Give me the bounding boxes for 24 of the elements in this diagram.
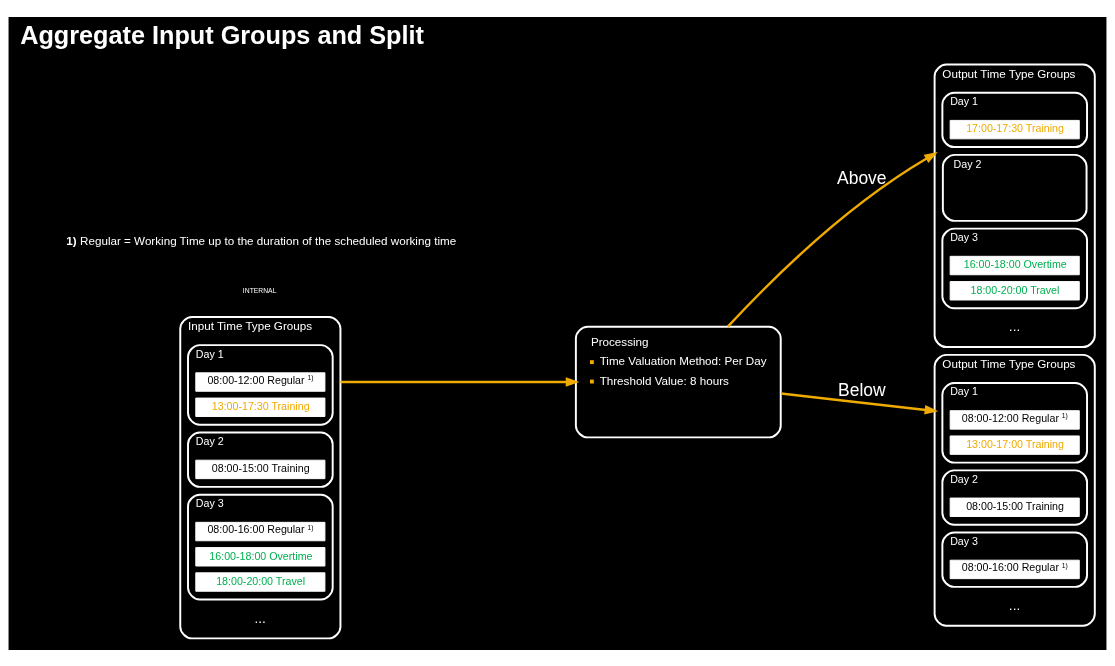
- node-box: 08:00-12:00 Regular $^{1)}$: [949, 409, 1080, 430]
- arrow: [780, 391, 939, 415]
- node-box: 08:00-16:00 Regular $^{1)}$: [949, 559, 1080, 579]
- node-box: 08:00-12:00 Regular $^{1)}$: [195, 371, 326, 392]
- arrow: [340, 376, 580, 387]
- node-box: 08:00-16:00 Regular $^{1)}$: [195, 521, 326, 541]
- node-box: 13:00-17:30 Training: [195, 397, 326, 417]
- node-label: ...: [1008, 318, 1021, 334]
- node-label: ...: [254, 610, 266, 626]
- node-box: Processing Time Valuation Method: Per Day Threshold Value: 8 hours: [574, 325, 782, 438]
- node-box: 16:00-18:00 Overtime: [949, 255, 1080, 275]
- node-label: ...: [1008, 597, 1021, 613]
- edge-label: Above: [837, 167, 887, 188]
- diagram-title: Aggregate Input Groups and Split: [20, 20, 424, 49]
- label: 1) Regular = Working Time up to the duration of the scheduled working time: [66, 233, 457, 247]
- arrow: [726, 151, 938, 327]
- node-box: 08:00-15:00 Training: [195, 459, 326, 479]
- node-box: 18:00-20:00 Travel: [195, 571, 326, 592]
- edge-label: Below: [838, 379, 886, 400]
- node-box: 13:00-17:00 Training: [949, 434, 1080, 455]
- node-box: 16:00-18:00 Overtime: [195, 546, 326, 566]
- node-box: 08:00-15:00 Training: [949, 497, 1080, 517]
- node-box: 18:00-20:00 Travel: [949, 280, 1080, 300]
- node-box: 17:00-17:30 Training: [949, 119, 1080, 139]
